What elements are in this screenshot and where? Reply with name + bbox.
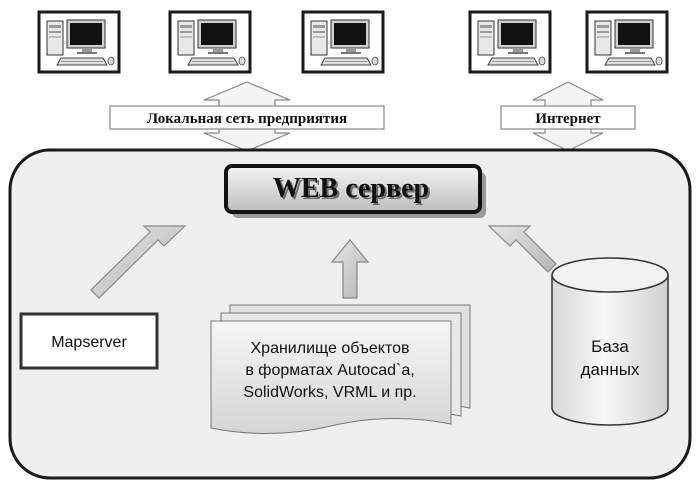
computer-icon	[468, 10, 552, 74]
storage-line-2: в форматах Autocad`a,	[245, 362, 414, 379]
object-storage-documents: Хранилище объектов в форматах Autocad`a,…	[210, 304, 471, 434]
computer-icon	[585, 10, 669, 74]
flow-arrows	[90, 225, 557, 299]
internet-label: Интернет	[535, 111, 601, 127]
workstation-group-internet	[468, 10, 669, 74]
database-line-2: данных	[581, 360, 640, 379]
workstation-group-local	[37, 10, 385, 74]
arrow-database-to-server	[487, 225, 557, 273]
web-server-box: WEB сервер WEB сервер	[224, 164, 486, 218]
local-network-label: Локальная сеть предприятия	[147, 111, 347, 127]
database-cylinder: База данных	[551, 257, 669, 426]
storage-line-3: SolidWorks, VRML и пр.	[243, 384, 416, 401]
computer-icon	[37, 10, 121, 74]
computer-icon	[301, 10, 385, 74]
internet-arrow: Интернет	[500, 81, 636, 152]
local-network-arrow: Локальная сеть предприятия	[109, 81, 385, 152]
arrow-storage-to-server	[330, 239, 370, 299]
computer-icon	[168, 10, 252, 74]
database-line-1: База	[591, 337, 629, 356]
storage-line-1: Хранилище объектов	[251, 340, 410, 357]
mapserver-label: Mapserver	[51, 334, 127, 351]
mapserver-box: Mapserver	[19, 312, 159, 370]
web-server-title-shadow: WEB сервер	[275, 175, 431, 206]
web-server-title: WEB сервер	[273, 173, 429, 204]
arrow-mapserver-to-server	[90, 225, 187, 299]
